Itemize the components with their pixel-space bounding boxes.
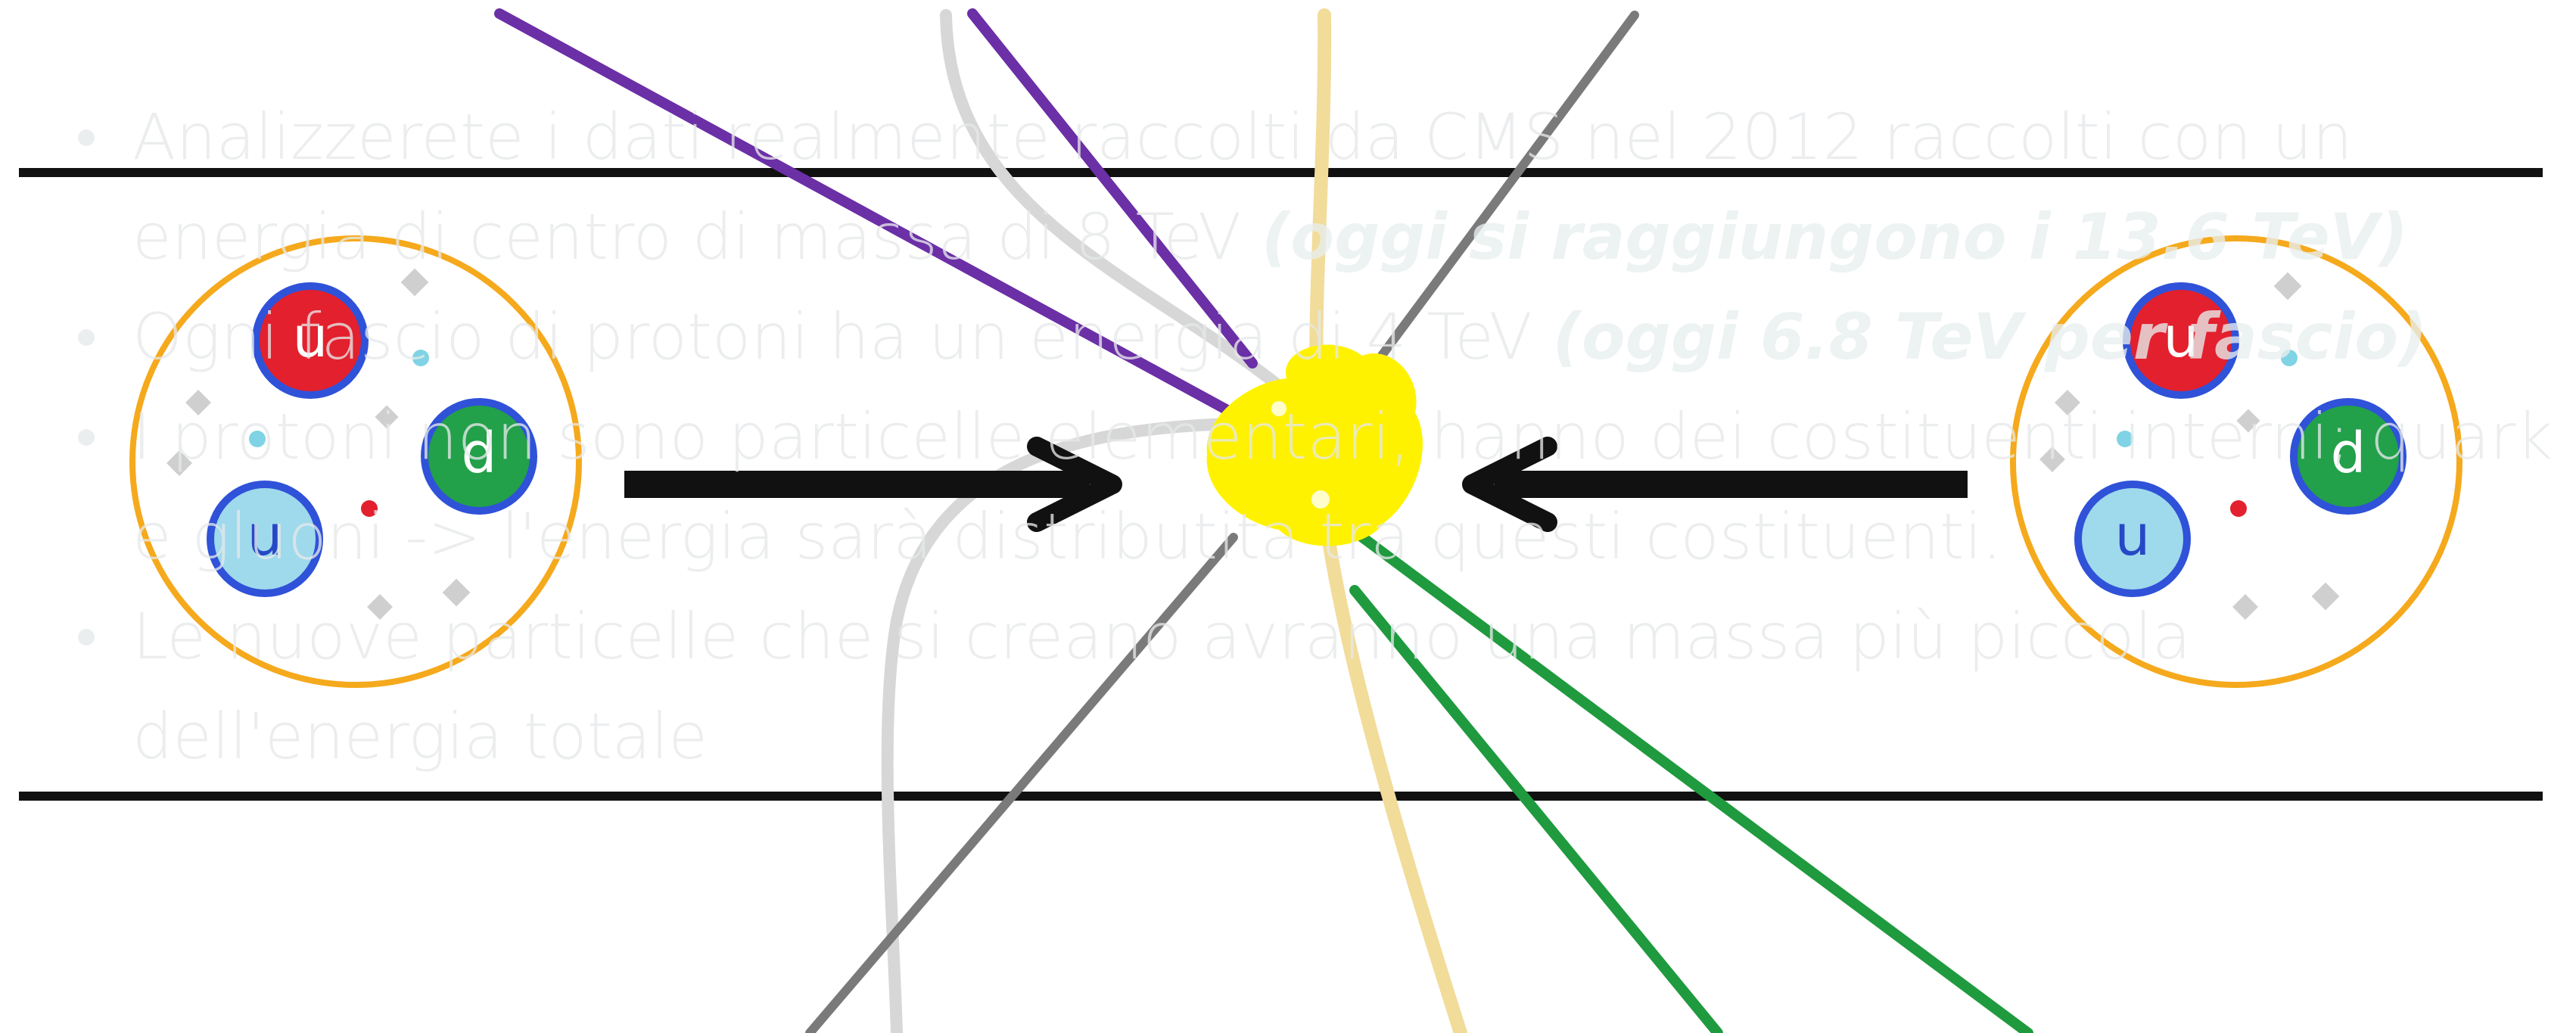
track-light-lower <box>888 424 1286 1033</box>
quark-down-green-left: d <box>425 402 534 511</box>
quark-up-red-left: u <box>256 286 365 395</box>
quark-label: u <box>2115 503 2151 568</box>
proton-right: u d u <box>2013 238 2459 685</box>
track-gray-upper <box>1339 15 1635 412</box>
arrow-right-icon <box>624 446 1112 522</box>
quark-label: u <box>293 305 328 370</box>
track-green-2 <box>1355 590 1718 1033</box>
quark-down-green-right: d <box>2294 402 2403 511</box>
proton-left: u d u <box>132 238 579 685</box>
arrow-left-icon <box>1472 446 1968 522</box>
quark-up-red-right: u <box>2126 286 2235 395</box>
quark-up-cyan-left: u <box>210 484 319 593</box>
quark-label: u <box>247 503 283 568</box>
quark-label: u <box>2164 305 2199 370</box>
quark-label: d <box>462 421 497 486</box>
quark-up-cyan-right: u <box>2078 484 2187 593</box>
track-gray-lower <box>810 537 1234 1033</box>
quark-label: d <box>2331 421 2366 486</box>
collision-burst-icon <box>1207 345 1423 546</box>
